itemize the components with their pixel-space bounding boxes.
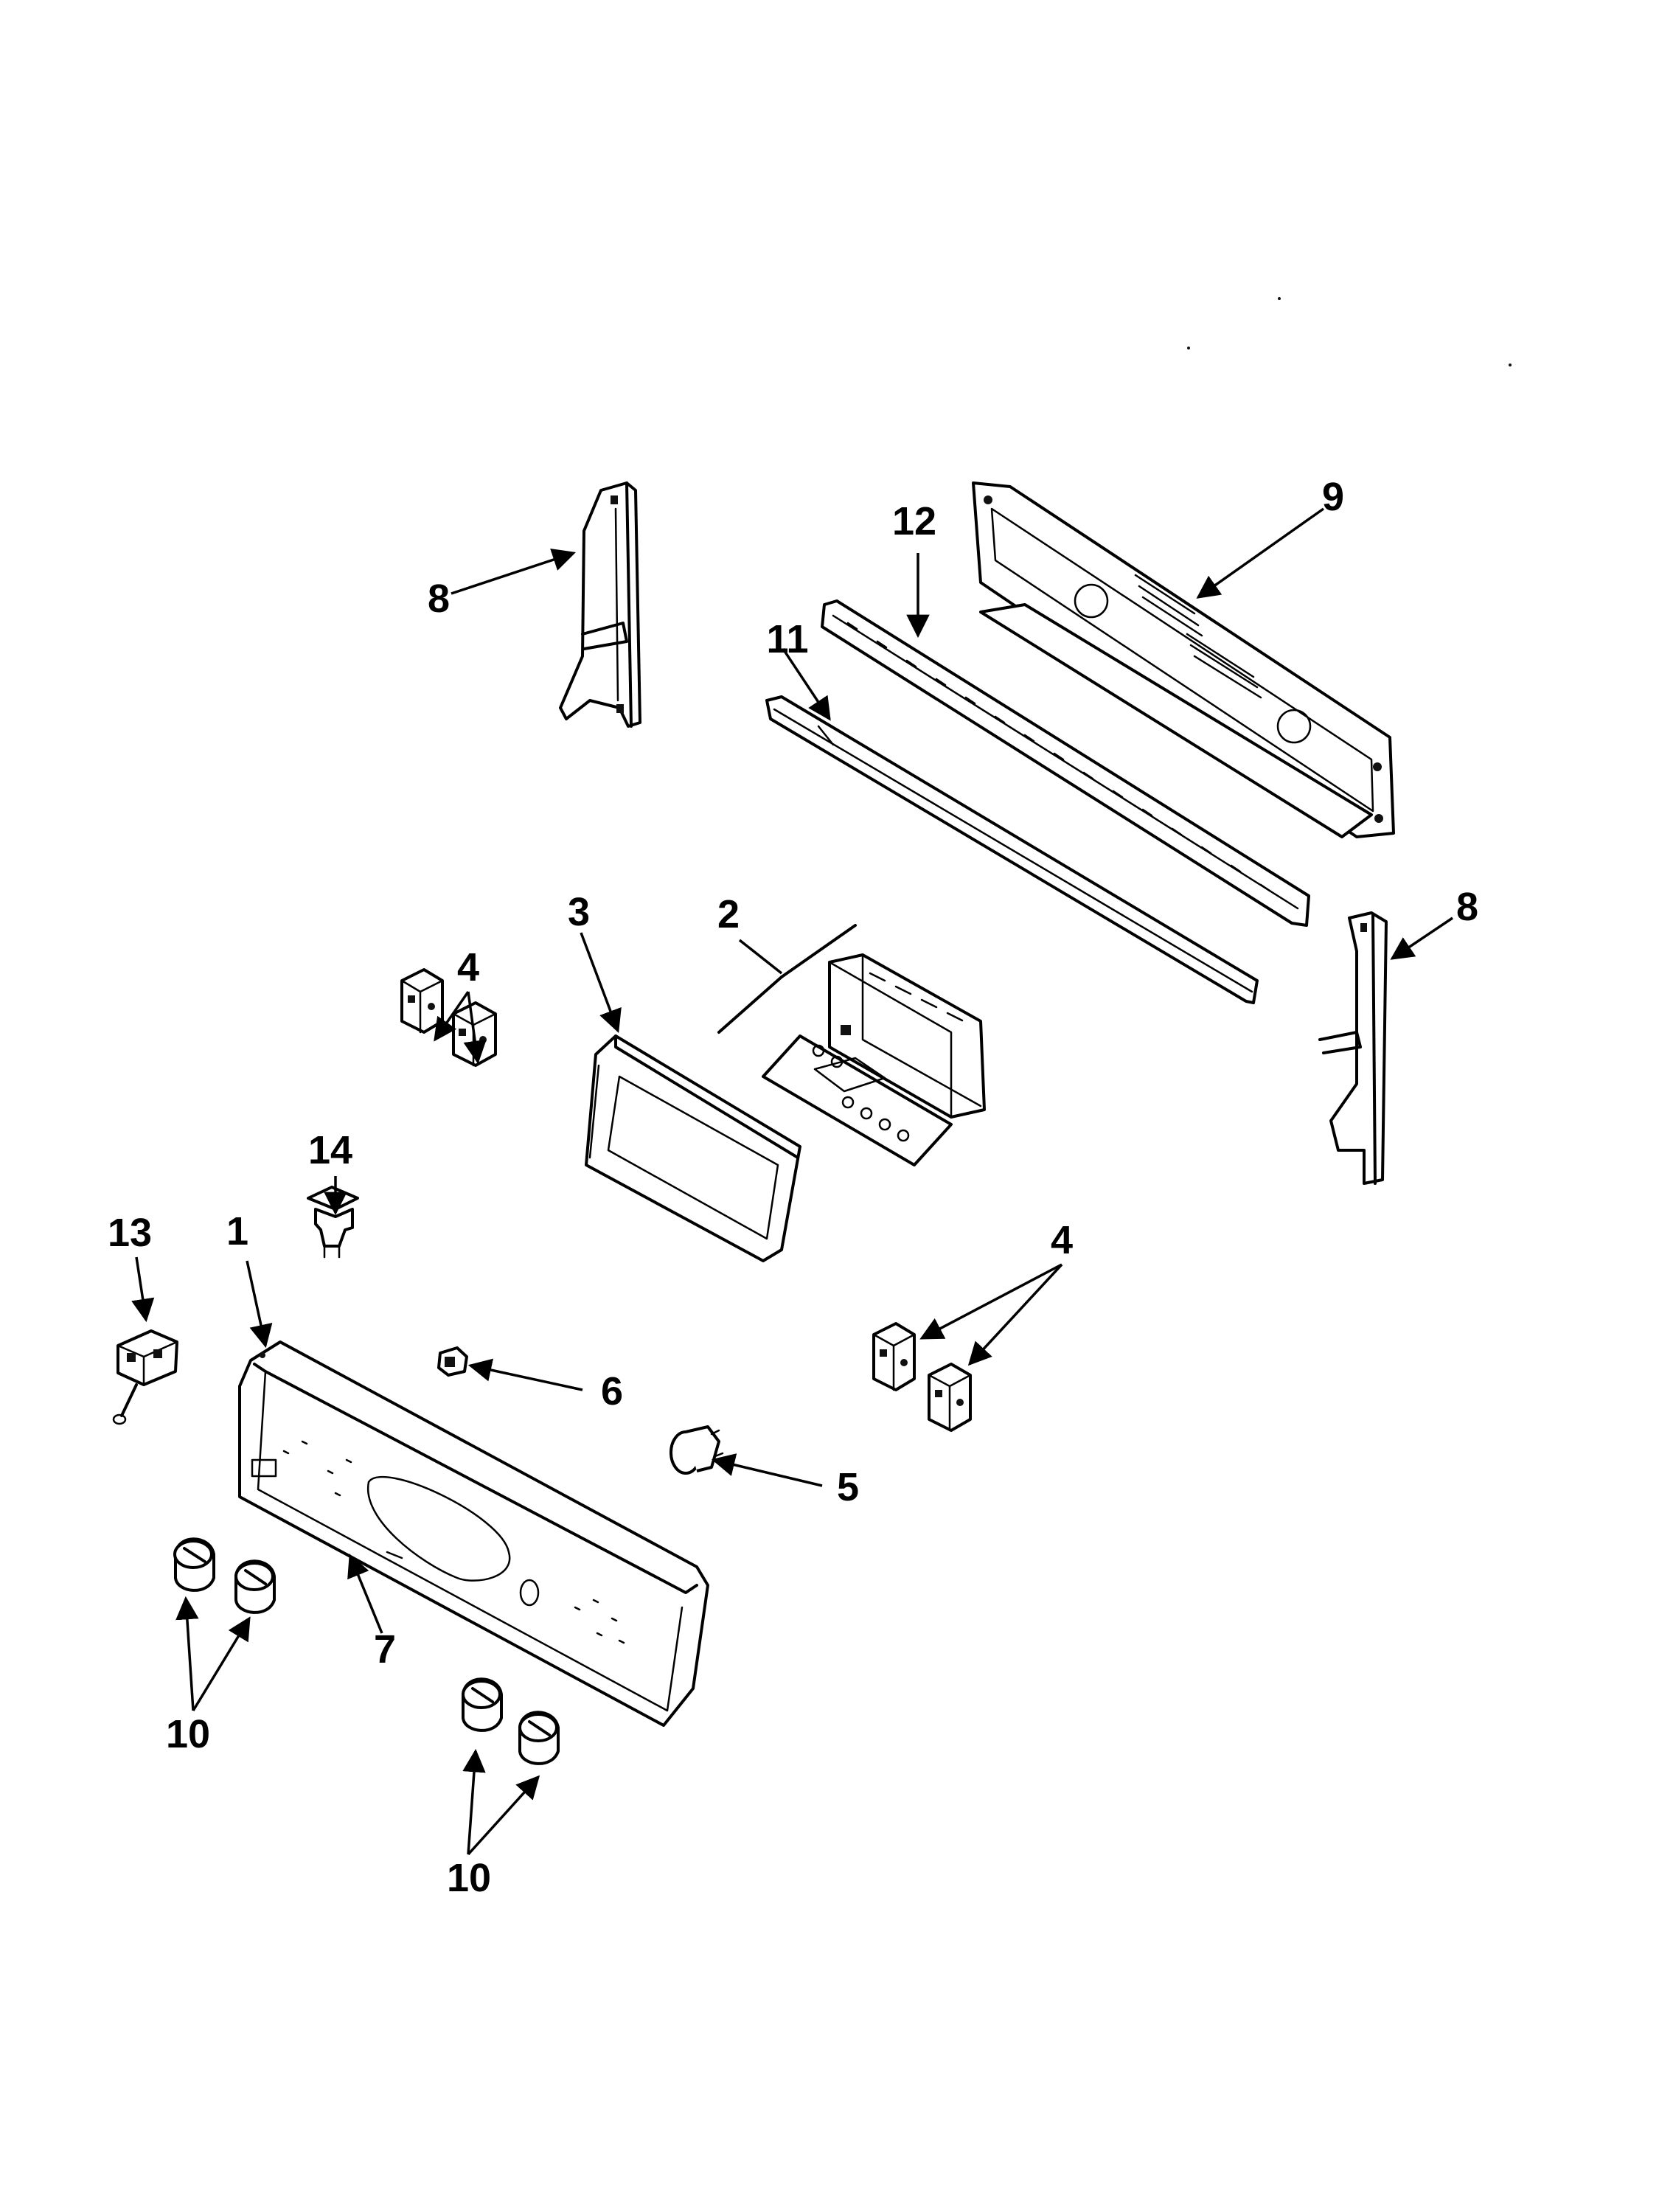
callout-2: 2: [717, 892, 740, 936]
callout-4-lower: 4: [1051, 1218, 1073, 1262]
rocker-switch: [437, 1346, 468, 1377]
callout-4-upper: 4: [457, 945, 479, 990]
infinite-switch-lower-left: [872, 1322, 916, 1391]
callout-13: 13: [108, 1211, 152, 1255]
trim-strip-upper: [821, 599, 1310, 927]
infinite-switch-upper-left: [400, 968, 444, 1034]
callout-9: 9: [1322, 475, 1344, 519]
callout-6: 6: [601, 1369, 623, 1413]
side-bracket-left: [559, 481, 641, 728]
callout-10-left: 10: [166, 1712, 210, 1756]
side-bracket-right: [1318, 911, 1388, 1185]
callout-10-right: 10: [447, 1856, 491, 1900]
electronic-control-board: [717, 924, 986, 1166]
callout-5: 5: [837, 1465, 859, 1509]
leader-lines: [131, 507, 1453, 1856]
control-knob-3: [462, 1677, 503, 1732]
display-window: [585, 1034, 801, 1262]
infinite-switch-lower-right: [928, 1363, 972, 1432]
front-control-panel: [238, 1340, 709, 1727]
callout-14: 14: [308, 1128, 352, 1172]
rear-control-panel: [972, 481, 1395, 838]
callout-8-right: 8: [1456, 885, 1478, 929]
control-knob-1: [173, 1537, 215, 1592]
terminal-block: [112, 1329, 178, 1425]
round-indicator-light: [669, 1425, 724, 1475]
callout-7: 7: [374, 1627, 396, 1672]
callout-3: 3: [568, 890, 590, 934]
callout-12: 12: [892, 499, 936, 543]
callout-11: 11: [766, 617, 808, 661]
indicator-light: [307, 1186, 359, 1259]
callout-8-left: 8: [428, 577, 450, 621]
callout-1: 1: [226, 1209, 248, 1253]
control-knob-2: [234, 1559, 276, 1614]
trim-strip-lower: [765, 695, 1259, 1004]
control-knob-4: [518, 1711, 560, 1765]
